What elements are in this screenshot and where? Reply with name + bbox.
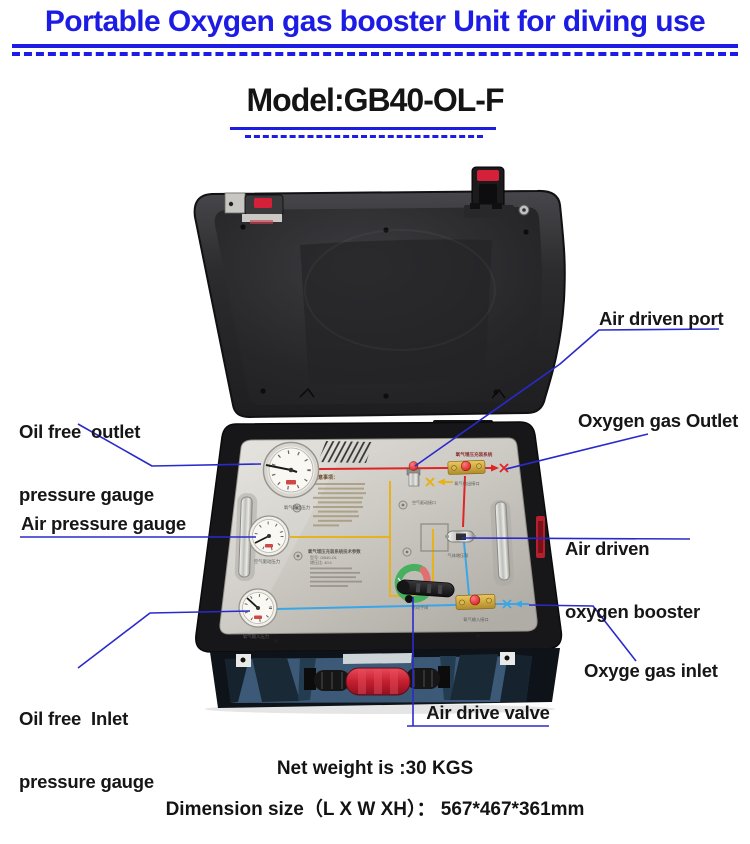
spec-line-2: 增压比: 40:1 — [310, 559, 333, 565]
line-air-driven-booster — [461, 537, 691, 540]
air-pressure-gauge: 空气驱动压力 — [248, 515, 290, 565]
line-oxygen-gas-outlet — [505, 433, 649, 470]
dimension-text: Dimension size（L X W XH）： 567*467*361mm — [165, 799, 585, 820]
air-port-label: 空气驱动接口 — [412, 499, 436, 505]
inlet-port-label: 氧气输入接口 — [463, 616, 488, 623]
line-oxyge-gas-inlet — [528, 604, 637, 662]
spec-line-1: 型号: GB40-OL — [310, 554, 338, 560]
title-dashed-line — [12, 52, 738, 56]
yellow-arrow — [437, 478, 445, 486]
notes-block: 注意事项： — [313, 474, 366, 527]
title-underline — [12, 44, 738, 48]
latch-red-stripe — [477, 170, 499, 181]
oxygen-inlet-port — [455, 594, 496, 610]
air-drive-valve: 驱动手阀 — [394, 563, 455, 611]
label-line: pressure gauge — [19, 484, 154, 505]
label-line: Oil free Inlet — [19, 708, 129, 729]
panel-nuts — [292, 500, 412, 561]
roller-right — [406, 668, 440, 689]
air-driven-port: 空气驱动接口 — [406, 461, 436, 505]
latch-red-button — [254, 198, 272, 208]
oxygen-outlet-port — [447, 460, 486, 475]
label-air-driven-port: Air driven port — [599, 308, 724, 329]
oil-free-inlet-gauge: 氧气输入压力 — [238, 588, 278, 640]
outlet-port-label: 氧气输出接口 — [454, 480, 479, 487]
gauge-outlet-label: 氧气输出压力 — [284, 504, 310, 511]
model-title: Model:GB40-OL-F — [246, 82, 505, 118]
label-oxyge-gas-inlet: Oxyge gas inlet — [584, 660, 718, 681]
net-weight-text: Net weight is :30 KGS — [276, 758, 474, 779]
carry-handle — [345, 667, 411, 696]
model-dashed-line — [245, 135, 483, 138]
page-title: Portable Oxygen gas booster Unit for div… — [44, 5, 706, 38]
booster-label: 气体增压泵 — [448, 552, 469, 559]
pipe-red — [318, 463, 509, 528]
gauge-air-label: 空气驱动压力 — [254, 558, 280, 565]
label-oxygen-gas-outlet: Oxygen gas Outlet — [578, 410, 739, 431]
line-oil-free-inlet — [77, 610, 251, 669]
annotation-lines — [20, 328, 720, 727]
pipe-blue — [276, 541, 529, 610]
case-front — [205, 648, 560, 714]
right-latch — [464, 166, 530, 218]
booster: 气体增压泵 — [420, 523, 476, 559]
gauge-inlet-label: 氧气输入压力 — [243, 633, 269, 640]
right-panel-handle — [490, 499, 514, 587]
label-line: Air driven — [565, 538, 650, 559]
system-title: 氧气增压充装系统 — [456, 451, 493, 458]
label-line: pressure gauge — [19, 771, 154, 792]
label-air-pressure-gauge: Air pressure gauge — [21, 513, 187, 534]
left-latch — [224, 192, 284, 224]
line-oil-free-outlet — [77, 423, 262, 467]
notes-title: 注意事项： — [313, 474, 338, 481]
label-air-drive-valve: Air drive valve — [426, 702, 550, 723]
line-air-driven-port — [414, 328, 720, 467]
blue-arrow — [514, 600, 522, 608]
label-line: Oil free outlet — [19, 421, 141, 442]
roller-left — [314, 670, 350, 691]
label-oil-free-outlet: Oil free outlet pressure gauge — [19, 379, 154, 547]
lid-screw-recesses — [240, 224, 529, 399]
label-line: oxygen booster — [565, 601, 700, 622]
specs-title: 氧气增压充装系统技术参数 — [307, 548, 361, 555]
ventilation-grille — [318, 441, 373, 463]
label-oil-free-inlet: Oil free Inlet pressure gauge — [19, 666, 154, 834]
red-arrow — [491, 464, 499, 472]
case-lid — [193, 189, 566, 419]
specs-block: 氧气增压充装系统技术参数 型号: GB40-OL 增压比: 40:1 — [307, 548, 362, 587]
latch-screw — [228, 201, 234, 207]
label-air-driven-oxygen-booster: Air driven oxygen booster — [565, 496, 700, 664]
oil-free-outlet-gauge: 氧气输出压力 — [262, 441, 320, 511]
model-underline — [230, 127, 496, 130]
valve-label: 驱动手阀 — [412, 604, 429, 611]
